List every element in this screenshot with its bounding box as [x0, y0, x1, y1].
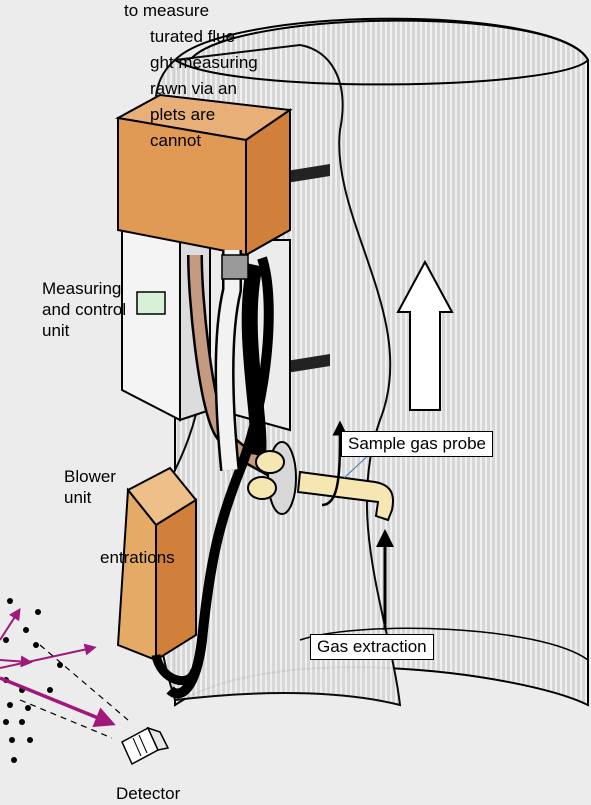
intro-line-4: rawn via an [150, 78, 237, 99]
intro-line-6: cannot [150, 130, 201, 151]
concentrations-fragment: entrations [100, 547, 175, 568]
intro-line-1: to measure [124, 0, 209, 21]
blower-unit-label: Blower unit [64, 466, 116, 508]
scattered-ray-3 [0, 648, 92, 668]
gas-extraction-label: Gas extraction [310, 634, 434, 660]
intro-line-2: turated flue [150, 26, 235, 47]
scattered-ray-2 [0, 660, 28, 662]
sample-gas-probe-label: Sample gas probe [341, 431, 493, 457]
detected-ray [0, 678, 108, 722]
measuring-unit-label: Measuring and control unit [42, 278, 126, 341]
detector-label: Detector [116, 783, 180, 804]
scattered-ray-1 [0, 612, 18, 640]
hose-coupling [222, 255, 248, 279]
intro-line-3: ght measuring [150, 52, 258, 73]
unit-display [137, 292, 165, 314]
aperture-line-1 [40, 645, 128, 720]
intro-line-5: plets are [150, 104, 215, 125]
detector-icon [122, 728, 168, 764]
